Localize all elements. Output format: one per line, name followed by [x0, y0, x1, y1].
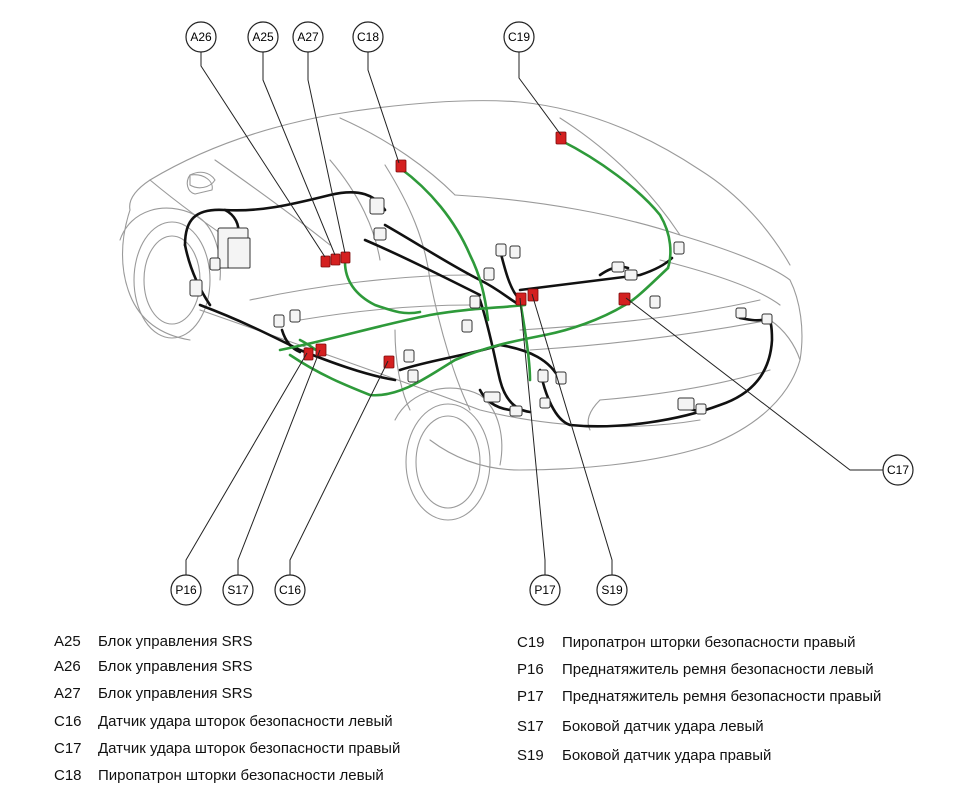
callouts: A26 A25 A27 C18 C19 C17 P16 S17: [170, 21, 914, 606]
callout-a26: A26: [185, 21, 217, 53]
legend-code: C18: [54, 767, 82, 784]
callout-c19-label: C19: [508, 30, 530, 44]
legend-description: Боковой датчик удара правый: [562, 747, 772, 764]
connector-a26: [320, 255, 331, 268]
legend-code: C19: [517, 634, 545, 651]
connector-s17: [315, 343, 327, 357]
legend-code: A26: [54, 658, 81, 675]
callout-c18-label: C18: [357, 30, 379, 44]
callout-c17: C17: [882, 454, 914, 486]
legend-code: P16: [517, 661, 544, 678]
legend-code: P17: [517, 688, 544, 705]
connector-a25: [330, 253, 341, 266]
connector-a27: [340, 251, 351, 264]
legend-code: C17: [54, 740, 82, 757]
legend-description: Преднатяжитель ремня безопасности правый: [562, 688, 882, 705]
connector-c19: [555, 131, 567, 145]
callout-s19: S19: [596, 574, 628, 606]
leader-lines: [185, 52, 883, 578]
callout-p17: P17: [529, 574, 561, 606]
legend-description: Пиропатрон шторки безопасности правый: [562, 634, 856, 651]
callout-p16-label: P16: [175, 583, 197, 597]
legend-description: Блок управления SRS: [98, 633, 253, 650]
legend-code: S19: [517, 747, 544, 764]
callout-a25: A25: [247, 21, 279, 53]
connector-s19: [527, 288, 539, 302]
callout-c19: C19: [503, 21, 535, 53]
legend-description: Преднатяжитель ремня безопасности левый: [562, 661, 874, 678]
callout-c17-label: C17: [887, 463, 909, 477]
legend-description: Пиропатрон шторки безопасности левый: [98, 767, 384, 784]
callout-p16: P16: [170, 574, 202, 606]
callout-s19-label: S19: [601, 583, 623, 597]
connector-c17: [618, 292, 631, 306]
legend-code: A25: [54, 633, 81, 650]
connector-c18: [395, 159, 407, 173]
legend-code: A27: [54, 685, 81, 702]
callout-c16-label: C16: [279, 583, 301, 597]
green-harness: [278, 138, 672, 397]
legend-code: S17: [517, 718, 544, 735]
callout-c18: C18: [352, 21, 384, 53]
callout-a26-label: A26: [190, 30, 212, 44]
callout-p17-label: P17: [534, 583, 556, 597]
legend-description: Блок управления SRS: [98, 685, 253, 702]
misc-connectors: [189, 197, 773, 417]
legend-description: Боковой датчик удара левый: [562, 718, 764, 735]
legend-code: C16: [54, 713, 82, 730]
connector-p16: [303, 347, 314, 361]
car-body-outline: [119, 100, 803, 521]
callout-a25-label: A25: [252, 30, 274, 44]
callout-c16: C16: [274, 574, 306, 606]
legend-description: Датчик удара шторок безопасности правый: [98, 740, 401, 757]
legend-description: Датчик удара шторок безопасности левый: [98, 713, 393, 730]
callout-a27-label: A27: [297, 30, 319, 44]
callout-s17-label: S17: [227, 583, 249, 597]
callout-s17: S17: [222, 574, 254, 606]
callout-a27: A27: [292, 21, 324, 53]
connector-p17: [515, 292, 527, 306]
legend-description: Блок управления SRS: [98, 658, 253, 675]
